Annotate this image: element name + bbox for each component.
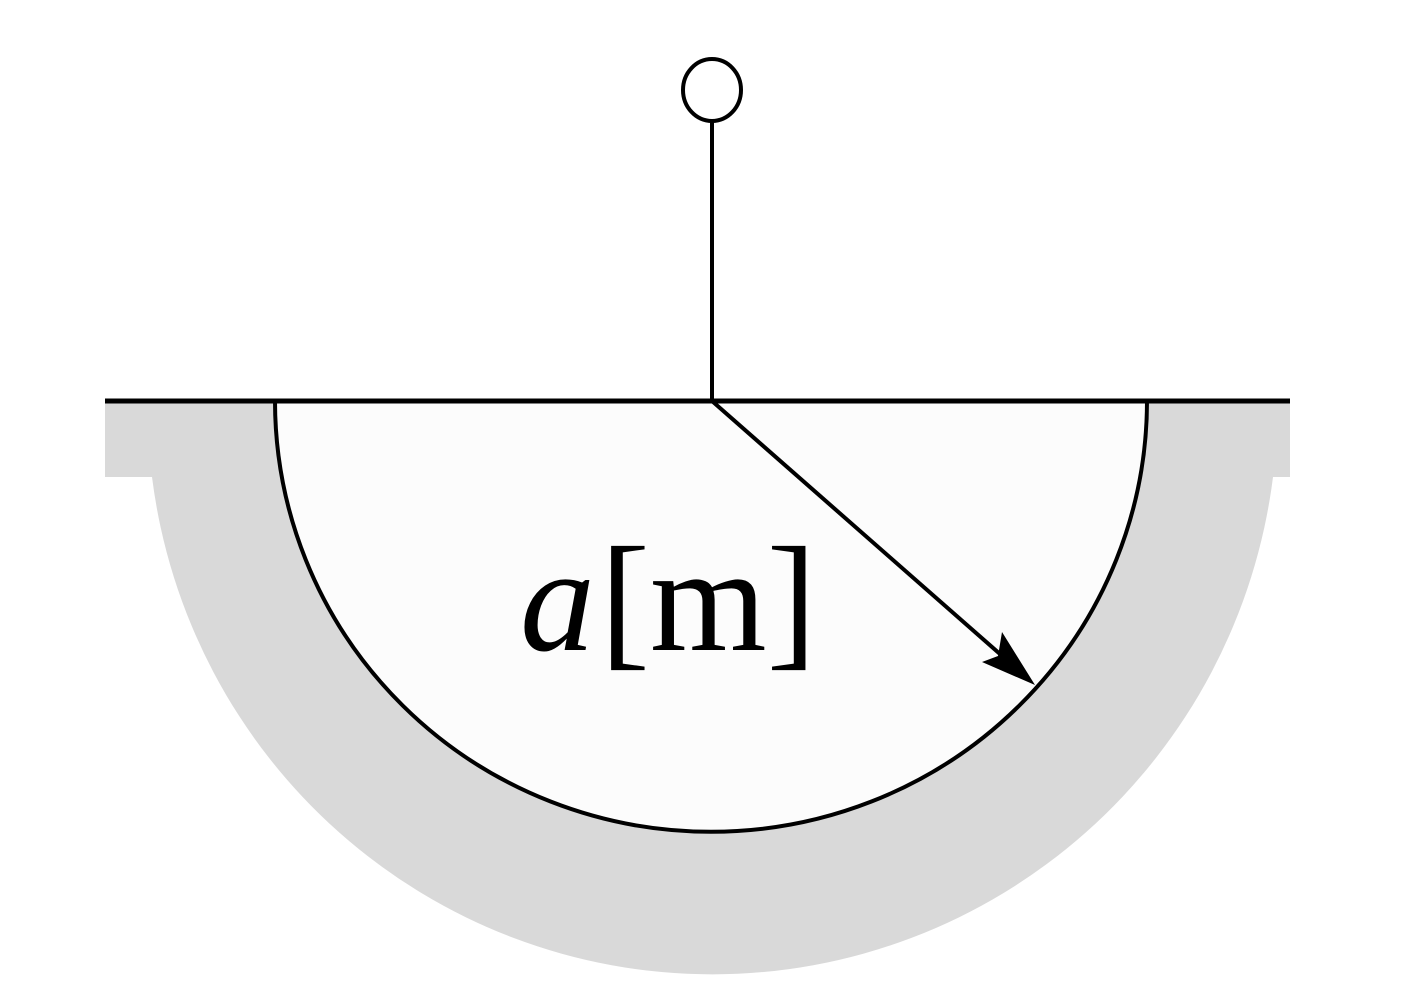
radius-label-unit: [m]: [600, 517, 817, 683]
radius-arrowhead: [982, 632, 1035, 685]
terminal-circle: [681, 57, 743, 123]
radius-arrow-line: [710, 399, 1027, 678]
radius-label-symbol: a: [520, 517, 595, 683]
hemisphere-electrode: [273, 400, 1149, 834]
